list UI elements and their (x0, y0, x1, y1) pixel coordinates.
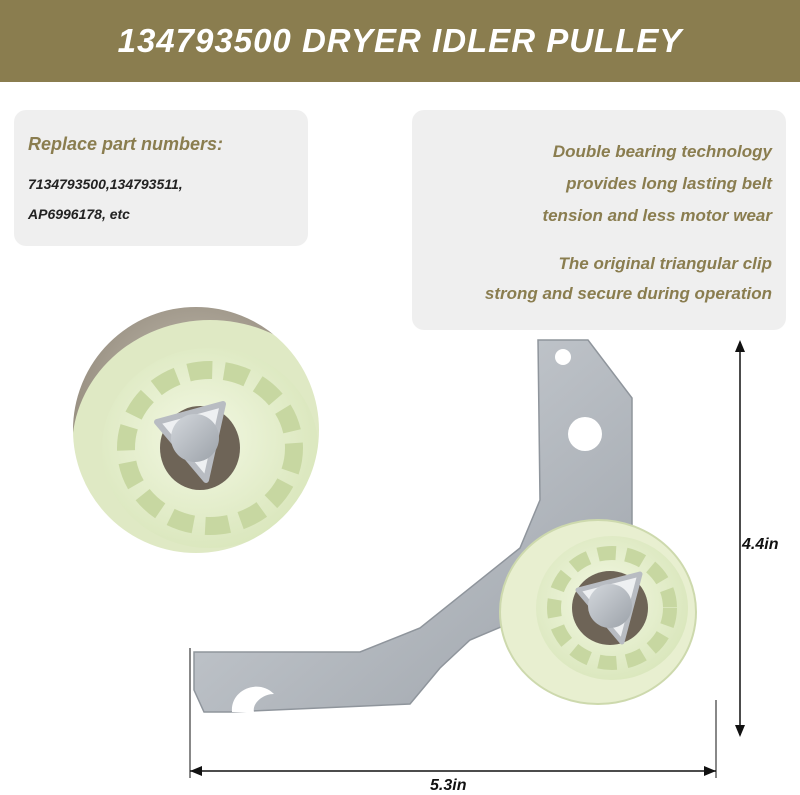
bracket-slot (231, 686, 274, 712)
part-number-line-2: AP6996178, etc (28, 206, 130, 222)
feature-line-5: strong and secure during operation (484, 284, 772, 303)
idler-pulley (499, 519, 697, 705)
width-dimension-label: 5.3in (430, 777, 467, 794)
pulley-zoom-detail (71, 305, 321, 555)
feature-line-3: tension and less motor wear (542, 206, 772, 225)
banner-title: 134793500 DRYER IDLER PULLEY (117, 22, 683, 59)
replace-parts-heading: Replace part numbers: (28, 134, 224, 154)
height-dimension (735, 340, 745, 737)
width-dimension (189, 648, 717, 778)
height-dimension-label: 4.4in (742, 536, 779, 553)
title-banner: 134793500 DRYER IDLER PULLEY (0, 0, 800, 82)
features-card: Double bearing technology provides long … (412, 110, 786, 330)
replace-parts-card: Replace part numbers: 7134793500,1347935… (14, 110, 308, 246)
part-number-line-1: 7134793500,134793511, (28, 176, 183, 192)
bracket-hole-large (568, 417, 602, 451)
feature-line-1: Double bearing technology (552, 142, 772, 161)
feature-line-2: provides long lasting belt (566, 174, 772, 193)
bracket-hole-top (555, 349, 571, 365)
bracket-plate (193, 339, 633, 713)
bracket-hole-bottom (445, 688, 459, 702)
feature-line-4: The original triangular clip (558, 254, 772, 273)
